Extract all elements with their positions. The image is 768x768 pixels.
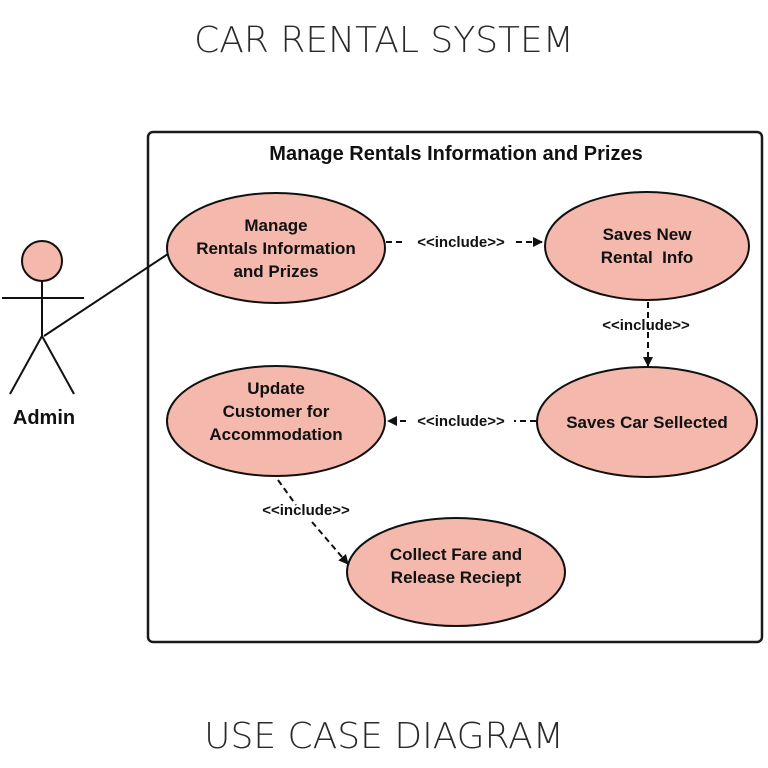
use-case-label-line: Manage bbox=[244, 216, 307, 235]
use-case-ellipse bbox=[536, 366, 758, 478]
use-case-collect-fare[interactable]: Collect Fare and Release Reciept bbox=[346, 517, 566, 627]
use-case-label-line: Customer for bbox=[223, 402, 330, 421]
use-case-update-customer[interactable]: Update Customer for Accommodation bbox=[166, 365, 386, 477]
system-title: Manage Rentals Information and Prizes bbox=[269, 143, 642, 165]
use-case-ellipse bbox=[346, 517, 566, 627]
use-case-label-line: Saves New bbox=[603, 225, 693, 244]
include-label-saves-new-to-saves-car: <<include>> bbox=[602, 317, 690, 334]
use-case-ellipse bbox=[166, 365, 386, 477]
actor-admin[interactable]: Admin bbox=[2, 240, 84, 429]
diagram-caption: USE CASE DIAGRAM bbox=[204, 716, 564, 757]
actor-head bbox=[21, 240, 63, 282]
association-line bbox=[43, 245, 181, 337]
use-case-manage-rentals[interactable]: Manage Rentals Information and Prizes bbox=[166, 192, 386, 304]
actor-right-leg bbox=[41, 335, 75, 395]
use-case-label-line: Release Reciept bbox=[391, 568, 522, 587]
use-case-label-line: Saves Car Sellected bbox=[566, 413, 728, 432]
use-case-label-line: Rentals Information bbox=[196, 239, 356, 258]
use-case-saves-new-rental[interactable]: Saves New Rental Info bbox=[544, 191, 750, 301]
include-line-update-segment bbox=[277, 479, 297, 506]
use-case-label-line: Collect Fare and bbox=[390, 545, 522, 564]
use-case-label-line: and Prizes bbox=[233, 262, 318, 281]
actor-label: Admin bbox=[13, 407, 75, 429]
include-label-manage-to-saves-new: <<include>> bbox=[417, 234, 505, 251]
include-label-update-to-collect: <<include>> bbox=[262, 502, 350, 519]
use-case-label-line: Accommodation bbox=[209, 425, 342, 444]
include-label-saves-car-to-update: <<include>> bbox=[417, 413, 505, 430]
page-title: CAR RENTAL SYSTEM bbox=[194, 20, 574, 61]
use-case-ellipse bbox=[166, 192, 386, 304]
use-case-ellipse bbox=[544, 191, 750, 301]
actor-left-leg bbox=[9, 335, 43, 395]
use-case-label-line: Rental Info bbox=[601, 248, 694, 267]
use-case-label-line: Update bbox=[247, 379, 305, 398]
use-case-saves-car-selected[interactable]: Saves Car Sellected bbox=[536, 366, 758, 478]
